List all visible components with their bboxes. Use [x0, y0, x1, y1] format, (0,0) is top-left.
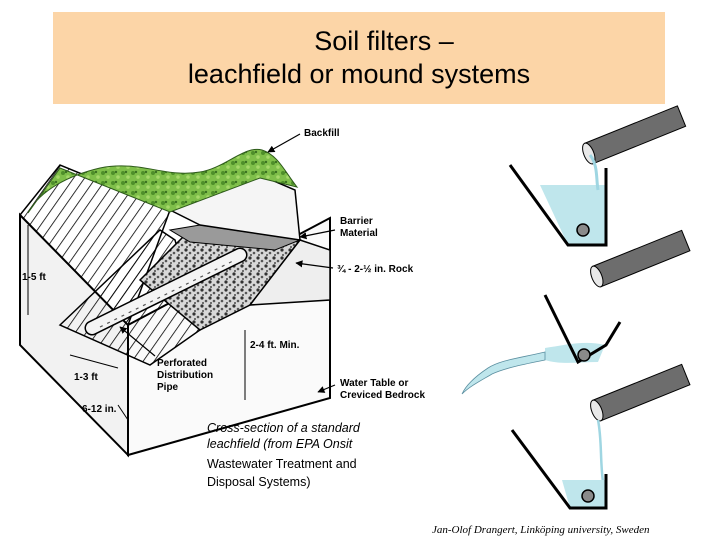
- leader-rock: [295, 260, 334, 269]
- label-perforated-2: Distribution: [157, 370, 213, 381]
- funnel-middle-outline: [543, 294, 622, 365]
- label-1-5ft: 1-5 ft: [22, 272, 47, 283]
- footer-credit: Jan-Olof Drangert, Linköping university,…: [432, 524, 650, 536]
- funnel-bottom-group: [510, 429, 608, 510]
- label-backfill: Backfill: [304, 128, 340, 139]
- leader-pipe: [119, 326, 156, 357]
- pipe-middle: [590, 229, 691, 288]
- label-6-12in: 6-12 in.: [82, 404, 117, 415]
- trench-right-wall: [248, 239, 331, 306]
- funnel-bottom-outline: [510, 429, 608, 510]
- title-line-1: Soil filters –: [314, 26, 454, 56]
- caption-line-4: Disposal Systems): [207, 475, 311, 489]
- title-line-2: leachfield or mound systems: [187, 59, 531, 89]
- barrier-material-strip: [168, 224, 302, 251]
- funnel-top-group: [508, 105, 687, 247]
- label-rock: ¾ - 2-½ in. Rock: [337, 264, 414, 275]
- label-water-table-1: Water Table or: [340, 378, 408, 389]
- label-water-table-2: Creviced Bedrock: [340, 390, 425, 401]
- leader-backfill: [267, 133, 301, 153]
- dim-1-3ft: [69, 354, 119, 369]
- water-stream-bottom: [596, 419, 605, 483]
- water-spill-middle: [461, 351, 546, 395]
- leader-barrier: [299, 229, 336, 240]
- label-1-3ft: 1-3 ft: [74, 372, 99, 383]
- leader-water-table: [317, 384, 336, 393]
- label-perforated-3: Pipe: [157, 382, 179, 393]
- dim-6-12in: [117, 404, 129, 421]
- caption-line-2: leachfield (from EPA Onsit: [207, 437, 353, 451]
- funnel-bottom-drain-hole: [581, 489, 595, 503]
- pipe-top: [582, 105, 687, 165]
- caption-line-3: Wastewater Treatment and: [207, 457, 357, 471]
- backfill-grass: [27, 148, 299, 214]
- funnel-middle-group: [461, 294, 622, 395]
- leachfield-block: [18, 133, 336, 458]
- label-barrier-2: Material: [340, 228, 378, 239]
- caption-line-1: Cross-section of a standard: [207, 421, 361, 435]
- pipe-bottom: [590, 363, 691, 422]
- funnel-middle-drain-hole: [577, 348, 591, 362]
- label-perforated-1: Perforated: [157, 358, 207, 369]
- funnel-top-outline: [508, 164, 608, 247]
- distribution-pipe-inner: [86, 249, 246, 334]
- funnel-top-drain-hole: [576, 223, 590, 237]
- funnel-top-water: [540, 185, 606, 245]
- title-box: Soil filters – leachfield or mound syste…: [53, 12, 665, 104]
- label-barrier-1: Barrier: [340, 216, 373, 227]
- water-stream-top: [588, 154, 600, 191]
- pipe-perforations: [99, 259, 236, 328]
- label-2-4ft: 2-4 ft. Min.: [250, 340, 300, 351]
